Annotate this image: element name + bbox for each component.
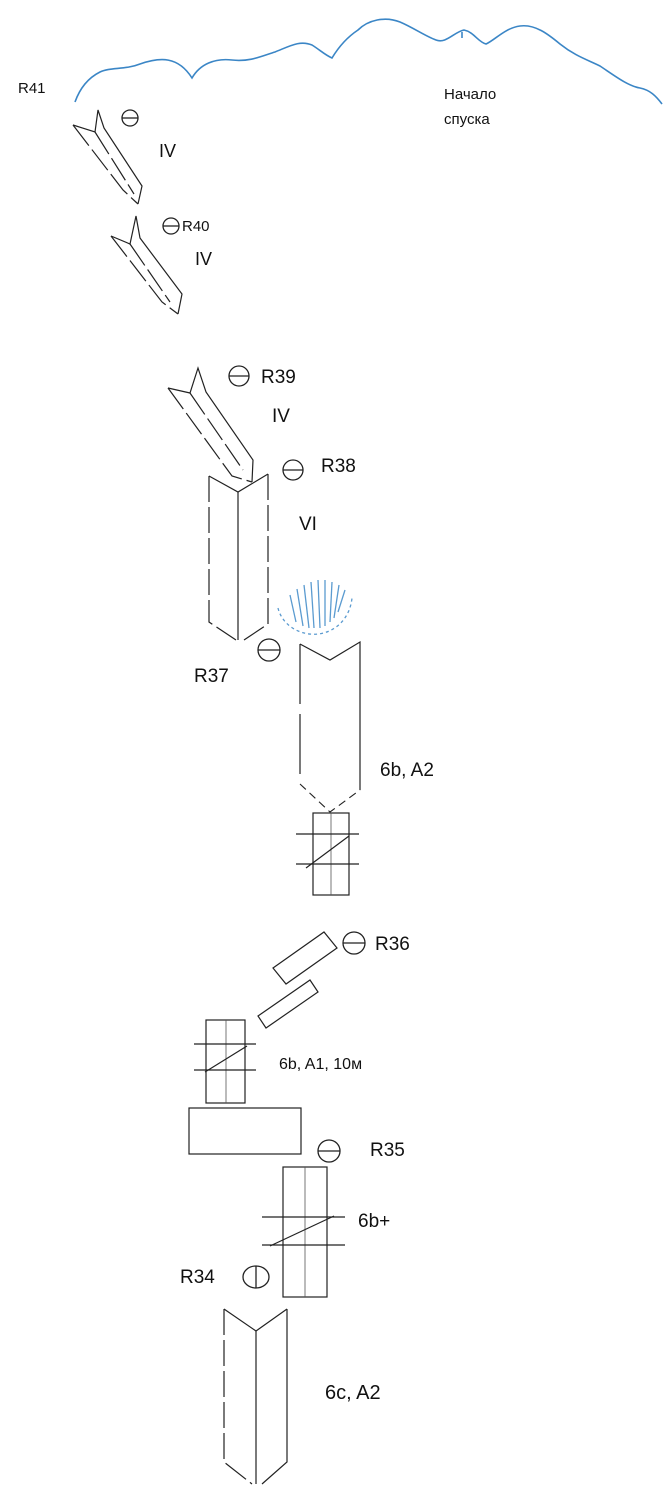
ridge-line [74, 18, 663, 105]
r34-label: R34 [180, 1267, 215, 1288]
r39-label: R39 [261, 367, 296, 388]
icefall-icon [277, 579, 353, 635]
anchor-bolt-icon [242, 1265, 270, 1289]
anchor-bolt-icon [121, 109, 139, 127]
chimney-icon [299, 640, 361, 813]
anchor-bolt-icon [162, 217, 180, 235]
anchor-bolt-icon [257, 638, 281, 662]
roof-icon [296, 812, 359, 896]
crack-corner-icon [208, 473, 269, 641]
crack-corner-icon [167, 366, 254, 483]
grade-6b-plus: 6b+ [358, 1211, 390, 1232]
roof-icon [262, 1166, 345, 1298]
anchor-bolt-icon [282, 459, 304, 481]
start-label-line1: Начало [444, 86, 496, 103]
crack-corner-icon [223, 1308, 288, 1485]
grade-iv-1: IV [159, 141, 176, 161]
r37-label: R37 [194, 666, 229, 687]
grade-6b-a1: 6b, A1, 10м [279, 1056, 362, 1073]
start-label-line2: спуска [444, 111, 490, 128]
crack-corner-icon [72, 109, 143, 205]
r38-label: R38 [321, 456, 356, 477]
anchor-bolt-icon [317, 1139, 341, 1163]
r35-label: R35 [370, 1140, 405, 1161]
grade-iv-2: IV [195, 249, 212, 269]
anchor-bolt-icon [228, 365, 250, 387]
grade-6b-a2: 6b, A2 [380, 760, 434, 781]
grade-6c-a2: 6c, A2 [325, 1382, 381, 1404]
ledge-block [188, 1107, 302, 1155]
roof-icon [194, 1019, 256, 1104]
r36-label: R36 [375, 934, 410, 955]
crack-corner-icon [110, 215, 183, 315]
anchor-bolt-icon [342, 931, 366, 955]
slab-icon [257, 931, 338, 1029]
r41-label: R41 [18, 80, 46, 97]
r40-label: R40 [182, 218, 210, 235]
grade-vi: VI [299, 514, 317, 535]
grade-iv-3: IV [272, 406, 290, 427]
